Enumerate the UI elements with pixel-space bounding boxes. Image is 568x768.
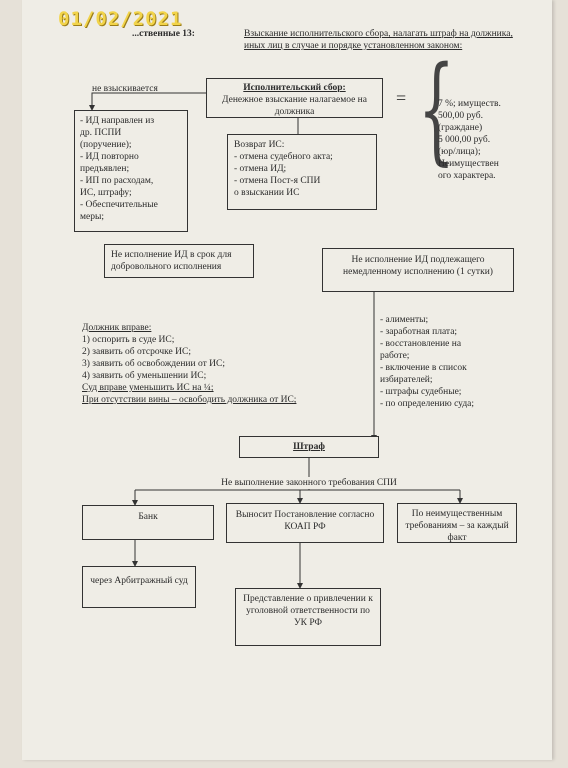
enforcement-fee-box: Исполнительский сбор: Денежное взыскание… bbox=[206, 78, 383, 118]
list-item: 1) оспорить в суде ИС; bbox=[82, 335, 175, 345]
list-item: - по определению суда; bbox=[380, 399, 475, 409]
rate-line: (граждане) bbox=[438, 123, 483, 133]
list-item: - отмена судебного акта; bbox=[234, 152, 333, 162]
enforcement-fee-title: Исполнительский сбор: bbox=[243, 83, 346, 93]
list-item: предъявлен; bbox=[80, 164, 130, 174]
list-item: - заработная плата; bbox=[380, 327, 458, 337]
not-collected-box: - ИД направлен из др. ПСПИ (поручение); … bbox=[74, 110, 188, 232]
arbitration-court-box: через Арбитражный суд bbox=[82, 566, 196, 608]
not-collected-label: не взыскивается bbox=[92, 84, 158, 94]
fine-box: Штраф bbox=[239, 436, 379, 458]
list-item: - ИД повторно bbox=[80, 152, 139, 162]
enforcement-fee-text: Денежное взыскание налагаемое на должник… bbox=[222, 95, 367, 117]
list-item: - отмена ИД; bbox=[234, 164, 287, 174]
immediate-execution-box: Не исполнение ИД подлежащего немедленном… bbox=[322, 248, 514, 292]
list-item: ИС, штрафу; bbox=[80, 188, 132, 198]
list-item: - штрафы судебные; bbox=[380, 387, 462, 397]
list-item: 2) заявить об отсрочке ИС; bbox=[82, 347, 191, 357]
list-item: 4) заявить об уменьшении ИС; bbox=[82, 371, 207, 381]
rate-line: 500,00 руб. bbox=[438, 111, 483, 121]
debtor-rights-block: Должник вправе: 1) оспорить в суде ИС; 2… bbox=[82, 322, 362, 406]
nonproperty-claims-box: По неимущественным требованиям – за кажд… bbox=[397, 503, 517, 543]
equals-sign: = bbox=[396, 88, 407, 108]
list-item: - ИД направлен из bbox=[80, 116, 155, 126]
debtor-rights-title: Должник вправе: bbox=[82, 323, 152, 333]
list-item: о взыскании ИС bbox=[234, 188, 300, 198]
curly-brace-icon: { bbox=[418, 41, 455, 177]
list-item: - ИП по расходам, bbox=[80, 176, 154, 186]
non-execution-box: Не исполнение ИД в срок для добровольног… bbox=[104, 244, 254, 278]
date-stamp: 01/02/2021 bbox=[58, 8, 183, 30]
list-item: меры; bbox=[80, 212, 105, 222]
list-item: др. ПСПИ bbox=[80, 128, 122, 138]
list-item: - Обеспечительные bbox=[80, 200, 158, 210]
bank-box: Банк bbox=[82, 505, 214, 540]
fee-rates-list: 7 %; имуществ. 500,00 руб. (граждане) 5 … bbox=[438, 98, 528, 182]
rate-line: 5 000,00 руб. bbox=[438, 135, 491, 145]
list-item: Возврат ИС: bbox=[234, 140, 285, 150]
header-title: Взыскание исполнительского сбора, налага… bbox=[244, 29, 513, 51]
criminal-liability-box: Представление о привлечении к уголовной … bbox=[235, 588, 381, 646]
no-fault-line: При отсутствии вины – освободить должник… bbox=[82, 395, 297, 405]
immediate-execution-list: - алименты; - заработная плата; - восста… bbox=[380, 314, 510, 410]
rate-line: Неимуществен bbox=[438, 159, 499, 169]
list-item: - включение в список bbox=[380, 363, 467, 373]
list-item: 3) заявить об освобождении от ИС; bbox=[82, 359, 225, 369]
rate-line: ого характера. bbox=[438, 171, 496, 181]
list-item: (поручение); bbox=[80, 140, 132, 150]
list-item: - алименты; bbox=[380, 315, 429, 325]
court-reduce-line: Суд вправе уменьшить ИС на ¼; bbox=[82, 383, 214, 393]
rate-line: (юр/лица); bbox=[438, 147, 481, 157]
koap-resolution-box: Выносит Постановление согласно КОАП РФ bbox=[226, 503, 384, 543]
fine-reason-label: Не выполнение законного требования СПИ bbox=[170, 477, 448, 489]
rate-line: 7 %; имуществ. bbox=[438, 99, 501, 109]
list-item: избирателей; bbox=[380, 375, 433, 385]
list-item: - отмена Пост-я СПИ bbox=[234, 176, 321, 186]
fee-return-box: Возврат ИС: - отмена судебного акта; - о… bbox=[227, 134, 377, 210]
list-item: - восстановление на bbox=[380, 339, 462, 349]
header-partial-label: ...ственные 13: bbox=[132, 29, 195, 39]
list-item: работе; bbox=[380, 351, 410, 361]
